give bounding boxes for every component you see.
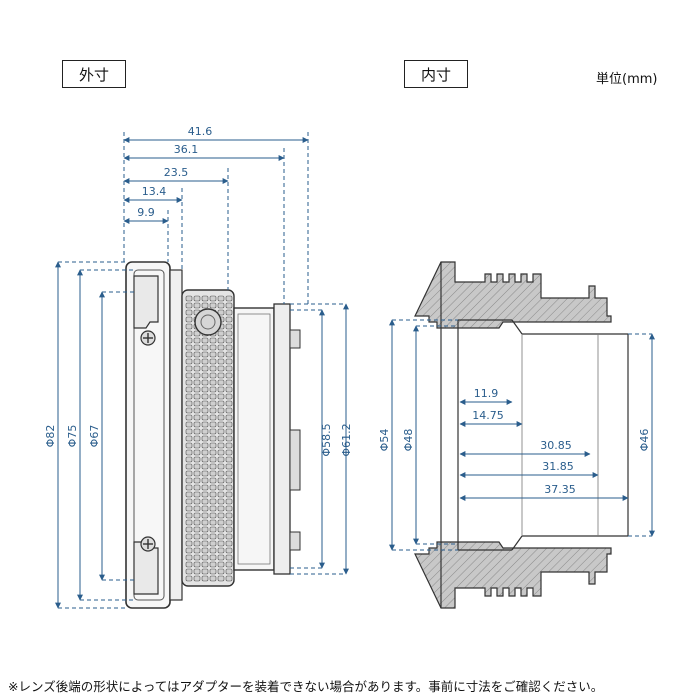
dim-phi-58-5: Φ58.5 xyxy=(320,423,333,456)
flange-inner-face xyxy=(133,269,165,601)
inner-dimensions-label: 内寸 xyxy=(404,60,468,88)
unit-label: 単位(mm) xyxy=(596,72,658,87)
bayonet-tab-bottom xyxy=(289,531,301,551)
adapter-cross-section xyxy=(414,261,629,609)
rear-lip xyxy=(273,303,291,575)
dim-23-5: 23.5 xyxy=(164,166,189,179)
dim-phi-46: Φ46 xyxy=(638,429,651,452)
inner-dimension-lines xyxy=(392,319,652,551)
dim-11-9: 11.9 xyxy=(474,387,499,400)
spacer-plate xyxy=(169,269,183,601)
dim-phi-61-2: Φ61.2 xyxy=(340,423,353,456)
dim-phi-75: Φ75 xyxy=(66,425,79,448)
rear-mount xyxy=(233,307,275,571)
outer-dimension-labels: 41.6 36.1 23.5 13.4 9.9 Φ82 Φ75 Φ67 Φ58.… xyxy=(44,125,353,457)
dim-14-75: 14.75 xyxy=(472,409,504,422)
dim-41-6: 41.6 xyxy=(188,125,213,138)
dim-30-85: 30.85 xyxy=(540,439,572,452)
release-knob xyxy=(194,308,222,336)
dim-9-9: 9.9 xyxy=(137,206,155,219)
dim-13-4: 13.4 xyxy=(142,185,167,198)
bayonet-tab-mid xyxy=(289,429,301,491)
dim-31-85: 31.85 xyxy=(542,460,574,473)
knurl-pattern xyxy=(185,295,233,582)
top-clip xyxy=(133,275,159,329)
dim-phi-82: Φ82 xyxy=(44,425,57,448)
adapter-outer-view xyxy=(125,261,301,609)
bayonet-tab-top xyxy=(289,329,301,349)
outer-dimensions-label: 外寸 xyxy=(62,60,126,88)
inner-dimension-labels: 11.9 14.75 30.85 31.85 37.35 Φ54 Φ48 Φ46 xyxy=(378,387,651,496)
dim-37-35: 37.35 xyxy=(544,483,576,496)
footnote: ※レンズ後端の形状によってはアダプターを装着できない場合があります。事前に寸法を… xyxy=(8,679,604,694)
dim-phi-54: Φ54 xyxy=(378,429,391,452)
dim-phi-67: Φ67 xyxy=(88,425,101,448)
dim-36-1: 36.1 xyxy=(174,143,199,156)
dim-phi-48: Φ48 xyxy=(402,429,415,452)
bottom-screw-icon xyxy=(140,536,156,552)
top-screw-icon xyxy=(140,330,156,346)
